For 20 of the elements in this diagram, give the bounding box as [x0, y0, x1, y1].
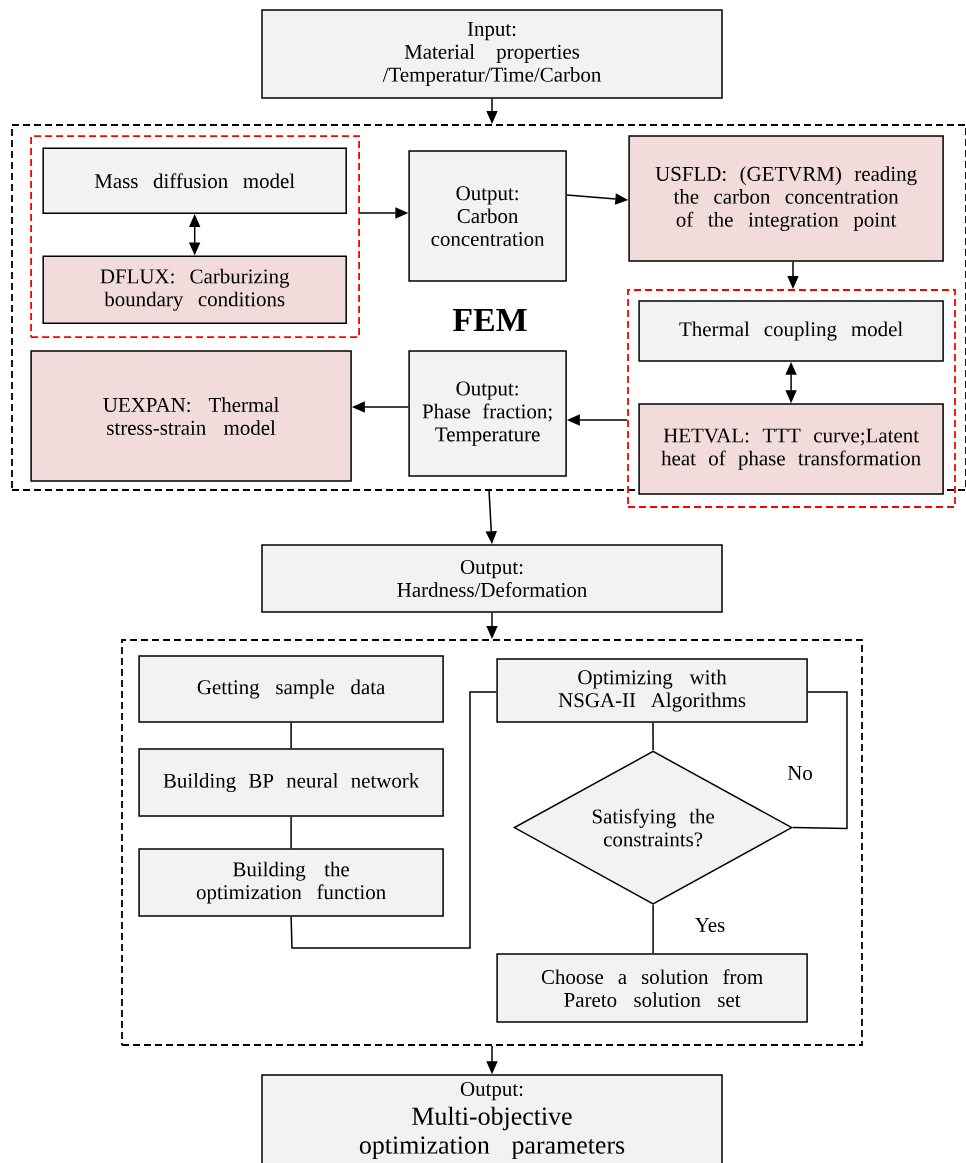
- subroutine-box: DFLUX: Carburizing boundary conditions: [42, 255, 347, 324]
- process-box: Building the optimization function: [138, 848, 444, 917]
- process-box: Getting sample data: [138, 655, 444, 723]
- output-box: Output: Carbon concentration: [408, 150, 567, 282]
- process-box: Choose a solution from Pareto solution set: [496, 953, 808, 1023]
- subroutine-box: HETVAL: TTT curve;Latent heat of phase transformation: [638, 403, 944, 495]
- output-box: Output: Phase fraction; Temperature: [408, 350, 567, 477]
- output-box: Output: Multi-objective optimization parameters: [261, 1074, 723, 1163]
- dashed-group: [627, 289, 956, 508]
- output-box: Output: Hardness/Deformation: [261, 544, 723, 613]
- input-box: Input: Material properties /Temperatur/Time/Carbon: [261, 9, 723, 99]
- edge-label: Yes: [693, 917, 727, 933]
- process-box: Building BP neural network: [138, 748, 444, 817]
- process-box: Optimizing with NSGA-II Algorithms: [496, 658, 808, 723]
- dashed-group: [30, 135, 360, 338]
- process-box: Thermal coupling model: [638, 300, 944, 362]
- process-box: Mass diffusion model: [42, 147, 347, 214]
- subroutine-box: USFLD: (GETVRM) reading the carbon concentration of the integration point: [628, 135, 944, 262]
- dashed-frame: [121, 639, 863, 1046]
- subroutine-box: UEXPAN: Thermal stress-strain model: [30, 350, 352, 482]
